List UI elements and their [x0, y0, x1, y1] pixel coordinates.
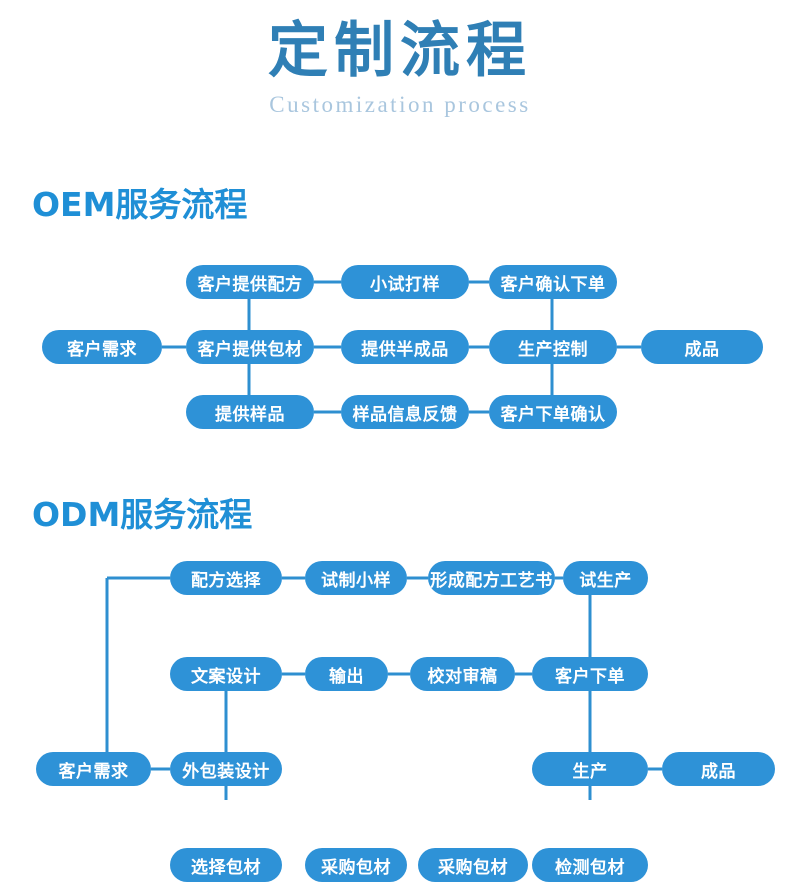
flow-node[interactable]: 提供半成品: [341, 330, 469, 364]
section-heading-oem: OEM服务流程: [32, 185, 248, 224]
flow-node[interactable]: 成品: [641, 330, 763, 364]
oem-flow-diagram: 客户提供配方小试打样客户确认下单客户需求客户提供包材提供半成品生产控制成品提供样…: [0, 240, 800, 460]
flow-node[interactable]: 配方选择: [170, 561, 282, 595]
flow-node[interactable]: 提供样品: [186, 395, 314, 429]
flow-node[interactable]: 形成配方工艺书: [428, 561, 555, 595]
flow-node[interactable]: 采购包材: [418, 848, 528, 882]
flow-node[interactable]: 成品: [662, 752, 775, 786]
flow-node[interactable]: 试生产: [563, 561, 648, 595]
flow-node[interactable]: 生产控制: [489, 330, 617, 364]
flow-node[interactable]: 采购包材: [305, 848, 407, 882]
flow-node[interactable]: 小试打样: [341, 265, 469, 299]
flow-node[interactable]: 客户提供包材: [186, 330, 314, 364]
odm-flow-diagram: 配方选择试制小样形成配方工艺书试生产文案设计输出校对审稿客户下单客户需求外包装设…: [0, 545, 800, 882]
flow-node[interactable]: 输出: [305, 657, 388, 691]
flow-node[interactable]: 校对审稿: [410, 657, 515, 691]
flow-node[interactable]: 文案设计: [170, 657, 282, 691]
section-heading-odm: ODM服务流程: [32, 495, 253, 534]
flow-node[interactable]: 样品信息反馈: [341, 395, 469, 429]
page-title: 定制流程: [268, 16, 532, 86]
flow-node[interactable]: 生产: [532, 752, 648, 786]
flow-node[interactable]: 选择包材: [170, 848, 282, 882]
flow-node[interactable]: 客户需求: [36, 752, 151, 786]
flow-node[interactable]: 客户需求: [42, 330, 162, 364]
flow-node[interactable]: 客户下单确认: [489, 395, 617, 429]
customization-process-page: 定制流程 Customization process OEM服务流程 客户提供配…: [0, 16, 800, 882]
flow-node[interactable]: 客户下单: [532, 657, 648, 691]
flow-node[interactable]: 试制小样: [305, 561, 407, 595]
flow-node[interactable]: 客户提供配方: [186, 265, 314, 299]
flow-node[interactable]: 外包装设计: [170, 752, 282, 786]
flow-node[interactable]: 客户确认下单: [489, 265, 617, 299]
flow-node[interactable]: 检测包材: [532, 848, 648, 882]
page-subtitle: Customization process: [269, 92, 531, 117]
